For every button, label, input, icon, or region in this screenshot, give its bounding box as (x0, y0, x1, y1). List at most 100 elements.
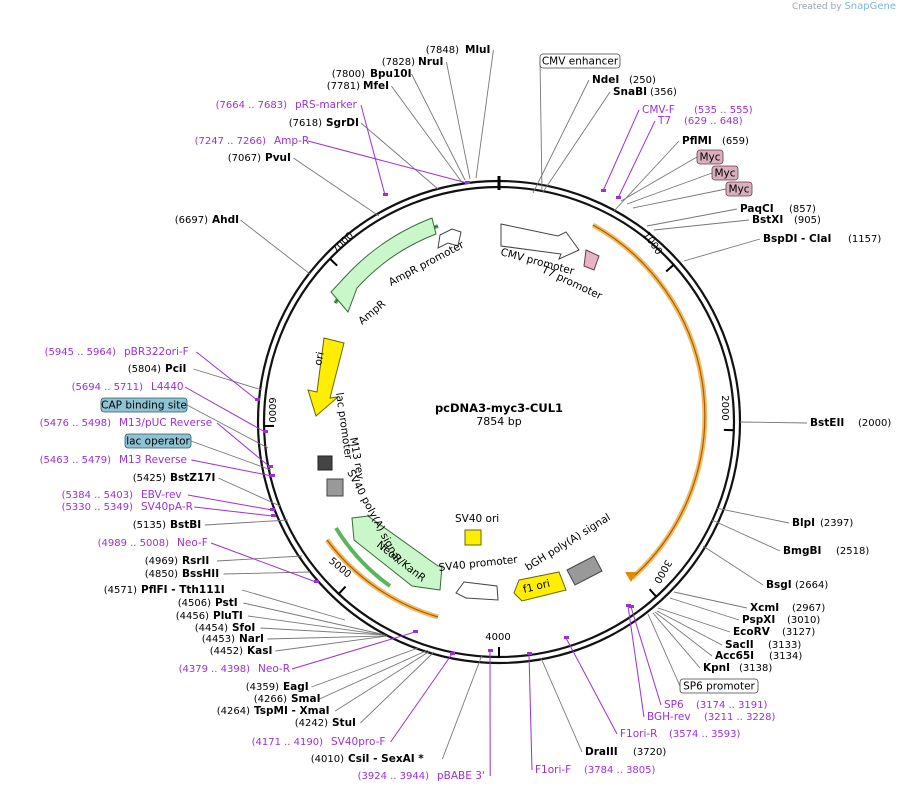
primer-site-mark (263, 430, 268, 433)
primer-leader (191, 459, 273, 477)
enzyme-position: (4506) (178, 598, 211, 609)
enzyme-label: NruI (418, 56, 443, 68)
enzyme-leader (241, 589, 346, 621)
enzyme-position: (3720) (633, 747, 666, 758)
enzyme-position: (4453) (202, 634, 235, 645)
feature-box-label: Myc (699, 152, 720, 164)
enzyme-label: Acc65I (715, 650, 754, 662)
feature-box-label: CAP binding site (101, 400, 187, 412)
feature-box-label: lac operator (126, 436, 190, 448)
feature-box (711, 165, 739, 181)
orf-arc-cul1-core (592, 224, 706, 579)
enzyme-leader (240, 219, 311, 275)
primer-position: (535 .. 555) (694, 105, 753, 116)
primer-position: (7247 .. 7266) (195, 136, 267, 147)
enzyme-leader (657, 607, 731, 633)
green-arc-neo (334, 526, 392, 588)
primer-position: (3174 .. 3191) (696, 700, 768, 711)
primer-site-mark (527, 652, 532, 655)
enzyme-position: (4456) (176, 611, 209, 622)
primer-label: EBV-rev (141, 489, 182, 501)
primer-label: M13/pUC Reverse (119, 417, 212, 429)
enzyme-label: CsiI - SexAI * (348, 753, 424, 765)
primer-position: (5384 .. 5403) (62, 490, 134, 501)
primer-site-mark (450, 652, 455, 655)
tick-label: 6000 (266, 397, 277, 422)
enzyme-leader (669, 597, 740, 621)
enzyme-position: (857) (789, 204, 816, 215)
primer-position: (5694 .. 5711) (72, 382, 144, 393)
primer-position: (4989 .. 5008) (98, 538, 170, 549)
enzyme-label: SnaBI (613, 86, 647, 98)
enzyme-label: EcoRV (733, 626, 771, 638)
boxed-leader (539, 60, 543, 192)
sv40-polya-feature (326, 478, 344, 497)
enzyme-position: (7800) (332, 69, 365, 80)
primer-leader (528, 653, 533, 771)
enzyme-label: BstXI (752, 214, 783, 226)
tick-label: 4000 (485, 632, 510, 643)
primer-leader (630, 606, 662, 706)
feature-box (679, 678, 759, 694)
primer-label: M13 Reverse (119, 454, 187, 466)
primer-site-mark (255, 398, 260, 401)
enzyme-label: PciI (165, 363, 186, 375)
primer-site-mark (629, 605, 634, 608)
enzyme-label: PvuI (265, 152, 291, 164)
primer-label: SV40pA-R (141, 501, 193, 513)
enzyme-position: (4264) (217, 706, 250, 717)
primer-leader (627, 605, 645, 718)
enzyme-leader (441, 654, 483, 760)
enzyme-position: (5804) (128, 364, 161, 375)
enzyme-leader (656, 610, 723, 646)
enzyme-position: (4266) (254, 694, 287, 705)
primer-position: (3211 .. 3228) (704, 712, 776, 723)
enzyme-label: DraIII (585, 746, 618, 758)
enzyme-position: (4010) (311, 754, 344, 765)
primer-position: (629 .. 648) (684, 116, 743, 127)
enzyme-leader (445, 61, 471, 180)
ori-label: ori (312, 351, 327, 367)
primer-leader (602, 109, 640, 192)
bgh-polya-label: bGH poly(A) signal (523, 511, 612, 573)
tick-label: 7000 (330, 230, 356, 256)
myc-tags-feature (583, 249, 600, 271)
enzyme-leader (293, 157, 380, 217)
feature-box-label: CMV enhancer (542, 56, 619, 68)
feature-box-label: SP6 promoter (683, 681, 755, 693)
enzyme-label: PflFI - Tth111I (141, 584, 225, 596)
primer-label: L4440 (151, 381, 184, 393)
primer-label: T7 (657, 115, 671, 127)
enzyme-leader (391, 85, 462, 182)
primer-site-mark (268, 465, 273, 468)
enzyme-label: MluI (465, 44, 490, 56)
enzyme-label: StuI (332, 717, 356, 729)
enzyme-label: EagI (283, 681, 309, 693)
enzyme-position: (4571) (104, 585, 137, 596)
tick-label: 2000 (719, 395, 730, 420)
enzyme-leader (739, 421, 808, 424)
enzyme-leader (532, 79, 590, 194)
enzyme-position: (659) (722, 136, 749, 147)
enzyme-leader (711, 519, 781, 552)
primer-leader (210, 542, 317, 583)
snapgene-watermark: Created by SnapGene (792, 1, 896, 12)
feature-box-label: Myc (728, 184, 749, 196)
enzyme-label: NarI (239, 633, 264, 645)
enzyme-position: (7848) (426, 45, 459, 56)
f1-ori-arrow (513, 571, 567, 602)
primer-position: (5476 .. 5498) (40, 418, 112, 429)
enzyme-leader (683, 238, 761, 262)
enzyme-position: (7781) (327, 81, 360, 92)
enzyme-leader (646, 208, 738, 227)
tick-mark (665, 264, 675, 273)
ampr-label: AmpR (356, 298, 388, 327)
enzyme-position: (2518) (836, 546, 869, 557)
enzyme-label: BlpI (792, 517, 815, 529)
enzyme-position: (7828) (382, 57, 415, 68)
feature-box (696, 149, 724, 165)
primer-leader (390, 653, 453, 743)
cmv-promoter-arrow (500, 223, 580, 260)
enzyme-leader (542, 91, 611, 193)
